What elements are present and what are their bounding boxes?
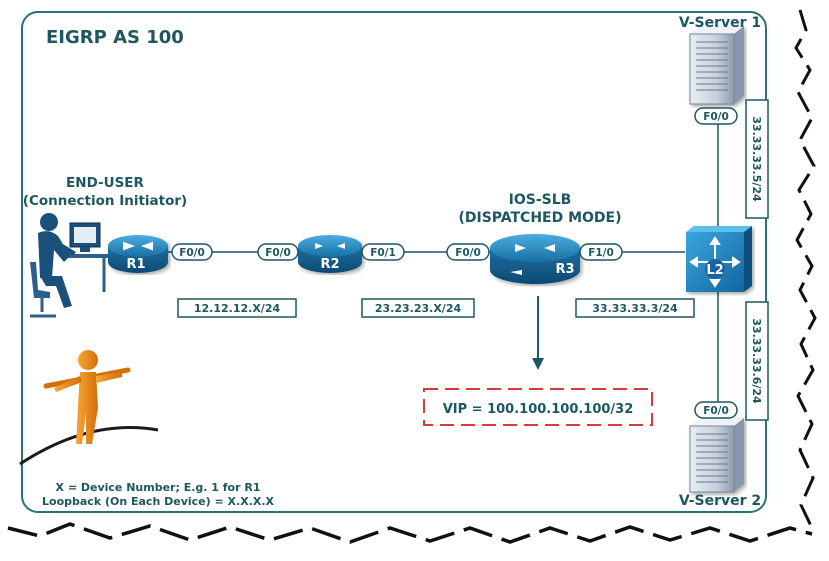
port-vs2-f00: F0/0 — [703, 405, 729, 417]
slb-mode-label: (DISPATCHED MODE) — [458, 210, 621, 226]
subnet-vs1: 33.33.33.5/24 — [750, 116, 763, 202]
server-vs2[interactable] — [689, 418, 744, 493]
note-device-number: X = Device Number; E.g. 1 for R1 — [56, 481, 261, 494]
subnet-r2-r3: 23.23.23.X/24 — [375, 302, 462, 315]
server-vs1[interactable] — [689, 26, 744, 105]
server-vs2-label: V-Server 2 — [679, 493, 761, 509]
vip-arrow — [532, 296, 544, 370]
port-vs1-f00: F0/0 — [703, 111, 729, 123]
router-r3[interactable] — [490, 234, 580, 284]
router-r1-label: R1 — [126, 257, 145, 272]
end-user-icon — [30, 213, 110, 318]
server-vents-icon — [696, 433, 728, 483]
router-arrows-icon — [123, 241, 153, 251]
port-r2-f00: F0/0 — [265, 247, 291, 259]
end-user-label: END-USER — [66, 175, 144, 191]
vip-box — [423, 388, 653, 426]
subnet-r1-r2: 12.12.12.X/24 — [194, 302, 281, 315]
slb-label: IOS-SLB — [509, 192, 572, 208]
router-r3-label: R3 — [555, 262, 574, 277]
tightrope-figure-icon — [19, 350, 159, 466]
vip-label: VIP = 100.100.100.100/32 — [443, 402, 634, 417]
server-vs1-label: V-Server 1 — [679, 15, 761, 31]
port-pills — [171, 107, 738, 419]
port-r3-f00: F0/0 — [455, 247, 481, 259]
subnet-vs2: 33.33.33.6/24 — [750, 318, 763, 404]
port-r2-f01: F0/1 — [370, 247, 396, 259]
switch-l2[interactable] — [686, 226, 752, 292]
end-user-sublabel: (Connection Initiator) — [23, 193, 187, 209]
router-r2[interactable] — [298, 235, 362, 273]
router-arrows-icon — [510, 244, 555, 275]
router-r2-label: R2 — [320, 257, 339, 272]
port-r3-f10: F1/0 — [588, 247, 614, 259]
torn-edge-bottom — [7, 522, 813, 544]
diagram-frame — [21, 11, 767, 513]
torn-edge-right — [794, 9, 817, 529]
subnet-r3-switch: 33.33.33.3/24 — [592, 302, 678, 315]
router-arrows-icon — [315, 243, 345, 249]
subnet-boxes — [177, 99, 769, 421]
switch-label: L2 — [706, 263, 723, 278]
server-vents-icon — [696, 41, 728, 91]
note-loopback: Loopback (On Each Device) = X.X.X.X — [42, 495, 275, 508]
port-r1-f00: F0/0 — [179, 247, 205, 259]
diagram-title: EIGRP AS 100 — [46, 27, 184, 48]
router-r1[interactable] — [108, 235, 168, 273]
